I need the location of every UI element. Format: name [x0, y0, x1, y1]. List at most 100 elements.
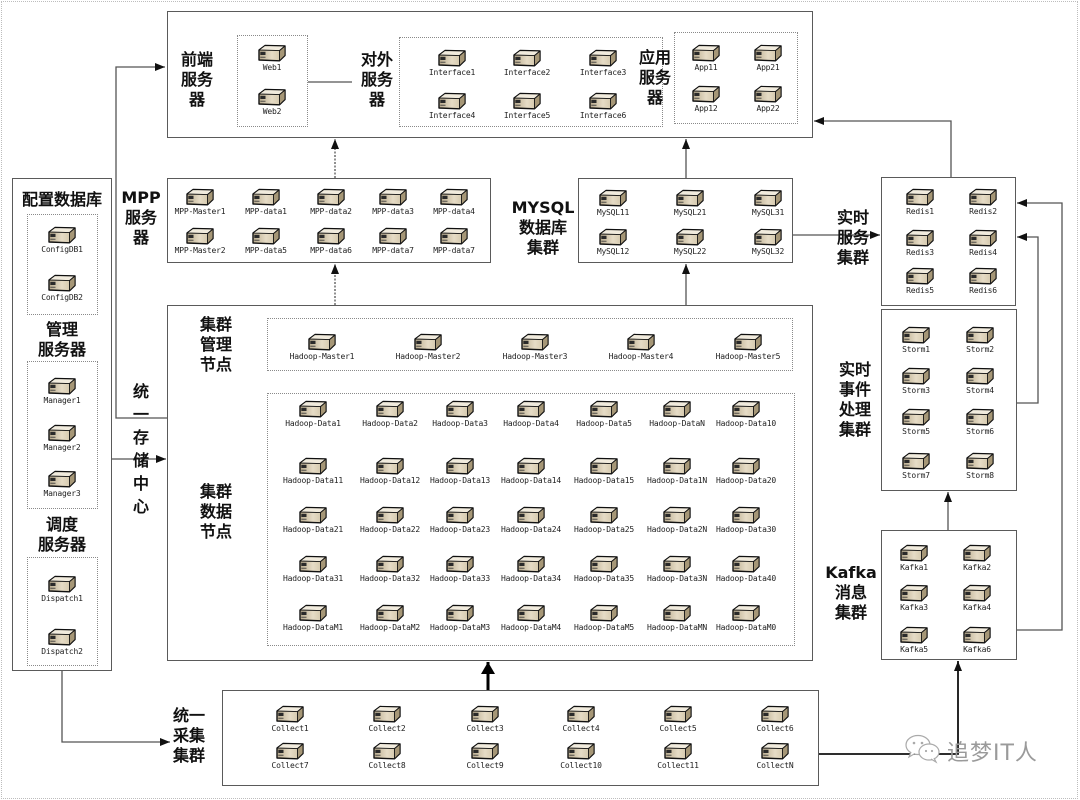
- server-icon: [375, 604, 405, 622]
- server-icon: [257, 44, 287, 62]
- server-node: Storm2: [938, 326, 1022, 354]
- server-icon: [663, 742, 693, 760]
- server-label: Storm8: [966, 471, 994, 480]
- server-node: Storm8: [938, 452, 1022, 480]
- server-node: Storm7: [874, 452, 958, 480]
- server-node: Storm3: [874, 367, 958, 395]
- server-label: Kafka5: [900, 645, 928, 654]
- interface-group: [399, 37, 663, 127]
- server-icon: [372, 705, 402, 723]
- server-label: Dispatch1: [41, 594, 83, 603]
- server-node: Hadoop-DataMN: [635, 604, 719, 632]
- server-node: MySQL11: [571, 189, 655, 217]
- server-node: Hadoop-Master3: [493, 333, 577, 361]
- server-label: Hadoop-Data23: [429, 525, 490, 534]
- server-icon: [905, 229, 935, 247]
- server-node: Hadoop-DataM1: [271, 604, 355, 632]
- server-node: Hadoop-DataN: [635, 400, 719, 428]
- server-icon: [588, 92, 618, 110]
- server-icon: [962, 544, 992, 562]
- server-icon: [298, 506, 328, 524]
- dispatch-label: 调度 服务器: [37, 515, 86, 554]
- server-label: Redis3: [906, 248, 934, 257]
- server-label: Collect10: [560, 761, 602, 770]
- server-label: Storm3: [902, 386, 930, 395]
- server-icon: [298, 555, 328, 573]
- server-label: Hadoop-Data30: [715, 525, 776, 534]
- server-label: Hadoop-Data2N: [646, 525, 707, 534]
- server-node: Hadoop-Data1: [271, 400, 355, 428]
- server-label: MPP-data2: [310, 207, 352, 216]
- server-node: Hadoop-Data14: [489, 457, 573, 485]
- server-icon: [731, 506, 761, 524]
- server-label: Hadoop-Data14: [500, 476, 561, 485]
- server-label: Hadoop-DataM3: [429, 623, 490, 632]
- server-label: Manager3: [43, 489, 81, 498]
- server-label: Storm1: [902, 345, 930, 354]
- server-node: Hadoop-Data3: [418, 400, 502, 428]
- server-icon: [516, 555, 546, 573]
- server-icon: [298, 604, 328, 622]
- server-icon: [662, 457, 692, 475]
- server-label: Collect4: [562, 724, 600, 733]
- server-icon: [516, 604, 546, 622]
- server-node: Kafka2: [935, 544, 1019, 572]
- dispatch-group: [27, 557, 98, 666]
- server-node: CollectN: [733, 742, 817, 770]
- server-node: Storm6: [938, 408, 1022, 436]
- server-icon: [516, 457, 546, 475]
- server-node: Hadoop-Master2: [386, 333, 470, 361]
- server-label: App21: [756, 63, 780, 72]
- server-label: Hadoop-Data25: [573, 525, 634, 534]
- server-label: Hadoop-Data22: [359, 525, 420, 534]
- server-node: Hadoop-Data15: [562, 457, 646, 485]
- server-node: MPP-data5: [224, 227, 308, 255]
- server-node: Hadoop-Data32: [348, 555, 432, 583]
- server-node: Hadoop-Data3N: [635, 555, 719, 583]
- server-label: Collect5: [659, 724, 697, 733]
- server-label: Kafka6: [963, 645, 991, 654]
- server-icon: [47, 226, 77, 244]
- server-label: Hadoop-Data10: [715, 419, 776, 428]
- server-node: Hadoop-DataM5: [562, 604, 646, 632]
- server-icon: [962, 626, 992, 644]
- server-icon: [589, 457, 619, 475]
- server-node: MPP-data2: [289, 188, 373, 216]
- server-node: Hadoop-Data33: [418, 555, 502, 583]
- server-label: Kafka2: [963, 563, 991, 572]
- server-icon: [275, 705, 305, 723]
- cluster-data-label: 集群 数据 节点: [199, 482, 232, 541]
- server-icon: [298, 457, 328, 475]
- server-icon: [901, 326, 931, 344]
- server-node: Collect10: [539, 742, 623, 770]
- server-label: Kafka3: [900, 603, 928, 612]
- server-node: App11: [664, 44, 748, 72]
- kafka-to-redis-arrow: [1017, 199, 1063, 631]
- server-icon: [375, 555, 405, 573]
- server-label: App11: [694, 63, 718, 72]
- server-icon: [731, 555, 761, 573]
- server-node: Interface6: [561, 92, 645, 120]
- collect-box: [222, 690, 819, 786]
- config-db-label: 配置数据库: [21, 190, 102, 209]
- server-icon: [753, 189, 783, 207]
- server-label: Hadoop-Data20: [715, 476, 776, 485]
- server-icon: [675, 228, 705, 246]
- server-node: Hadoop-Data25: [562, 506, 646, 534]
- server-node: MySQL21: [648, 189, 732, 217]
- server-node: Manager3: [20, 470, 104, 498]
- server-icon: [760, 742, 790, 760]
- server-label: Hadoop-Data15: [573, 476, 634, 485]
- server-icon: [378, 188, 408, 206]
- server-label: Hadoop-DataM4: [500, 623, 561, 632]
- server-node: Hadoop-Data1N: [635, 457, 719, 485]
- server-icon: [662, 506, 692, 524]
- server-label: Hadoop-Data3: [432, 419, 488, 428]
- server-icon: [662, 604, 692, 622]
- external-label: 对外 服务 器: [360, 50, 393, 109]
- server-label: Hadoop-DataN: [649, 419, 705, 428]
- collect-label: 统一 采集 集群: [172, 706, 205, 765]
- server-node: Hadoop-Data23: [418, 506, 502, 534]
- server-node: Hadoop-Data2: [348, 400, 432, 428]
